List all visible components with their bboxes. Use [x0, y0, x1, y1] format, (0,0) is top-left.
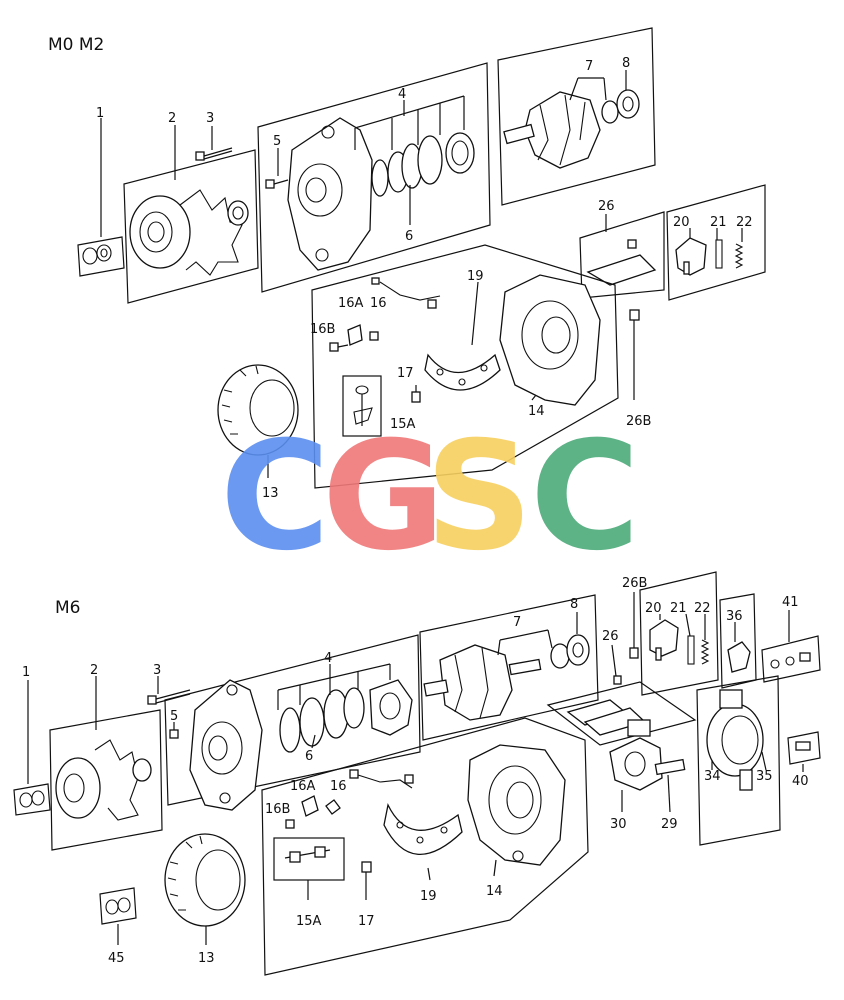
m6-label-14: 14	[486, 884, 503, 899]
label-6: 6	[405, 229, 413, 244]
label-5: 5	[273, 134, 281, 149]
part-14-19-rear-frame-panel	[311, 244, 619, 489]
m6-part-36	[719, 593, 757, 689]
part-1-washer-panel	[77, 118, 125, 277]
label-16: 16	[370, 296, 387, 311]
m6-part-34-35-housing-panel	[696, 675, 781, 846]
section-title-m6: M6	[55, 598, 80, 618]
label-14: 14	[528, 404, 545, 419]
m6-label-35: 35	[756, 769, 773, 784]
m6-label-45: 45	[108, 951, 125, 966]
watermark-letter-c2: C	[530, 410, 640, 584]
m6-label-30: 30	[610, 817, 627, 832]
m6-part-3-bolt	[147, 676, 191, 705]
m6-label-19: 19	[420, 889, 437, 904]
watermark-letter-c1: C	[220, 410, 330, 584]
m6-label-26: 26	[602, 629, 619, 644]
m6-label-20: 20	[645, 601, 662, 616]
part-7-8-rotor-panel	[497, 27, 656, 206]
cgsc-watermark: C G S C	[220, 410, 640, 584]
label-19: 19	[467, 269, 484, 284]
m6-part-4-6-bearing-set-panel	[164, 634, 421, 811]
part-4-6-bearing-set-panel	[257, 62, 491, 293]
m6-label-15a: 15A	[296, 914, 322, 929]
m6-label-3: 3	[153, 663, 161, 678]
label-22: 22	[736, 215, 753, 230]
m6-label-1: 1	[22, 665, 30, 680]
label-17: 17	[397, 366, 414, 381]
m6-label-34: 34	[704, 769, 721, 784]
m6-part-14-19-rear-frame-panel	[261, 717, 589, 976]
m6-part-cover-plates	[546, 681, 697, 746]
m6-label-26b: 26B	[622, 576, 647, 591]
m6-label-41: 41	[782, 595, 799, 610]
label-20: 20	[673, 215, 690, 230]
m6-label-2: 2	[90, 663, 98, 678]
m6-part-20-22-brush-holder-panel	[639, 571, 719, 696]
m6-label-16a: 16A	[290, 779, 316, 794]
label-8: 8	[622, 56, 630, 71]
m6-part-7-8-rotor-panel	[419, 594, 599, 741]
m6-label-7: 7	[513, 615, 521, 630]
watermark-letter-s: S	[425, 410, 533, 584]
watermark-letter-g: G	[322, 410, 445, 584]
m6-label-17: 17	[358, 914, 375, 929]
section-title-m0-m2: M0 M2	[48, 35, 104, 55]
label-16a: 16A	[338, 296, 364, 311]
m6-part-13-stator	[164, 833, 246, 945]
part-26b-screw	[629, 309, 640, 400]
m6-label-8: 8	[570, 597, 578, 612]
m6-label-16: 16	[330, 779, 347, 794]
m6-label-29: 29	[661, 817, 678, 832]
label-4: 4	[398, 87, 406, 102]
label-26b: 26B	[626, 414, 651, 429]
m6-part-26-26b	[611, 592, 639, 685]
m6-part-45-washer-panel	[99, 887, 137, 945]
section-m0-m2: M0 M2 1 2 3	[48, 27, 766, 501]
label-15a: 15A	[390, 417, 416, 432]
label-7: 7	[585, 59, 593, 74]
m6-label-22: 22	[694, 601, 711, 616]
m6-label-6: 6	[305, 749, 313, 764]
m6-part-40-panel	[787, 731, 821, 772]
m6-part-41-panel	[761, 610, 821, 683]
part-2-pulley-fan	[123, 125, 259, 304]
m6-label-36: 36	[726, 609, 743, 624]
m6-label-40: 40	[792, 774, 809, 789]
section-m6: M6 1 2 3	[13, 571, 821, 976]
m6-label-4: 4	[324, 651, 332, 666]
label-13: 13	[262, 486, 279, 501]
part-26-cover-panel	[579, 211, 665, 299]
part-20-22-brush-holder-panel	[666, 184, 766, 301]
m6-label-13: 13	[198, 951, 215, 966]
label-2: 2	[168, 111, 176, 126]
m6-part-2-pulley-fan	[49, 676, 163, 851]
label-1: 1	[96, 106, 104, 121]
m6-part-1-washer-panel	[13, 680, 51, 816]
m6-label-21: 21	[670, 601, 687, 616]
m6-part-29-30-regulator	[609, 719, 686, 813]
label-21: 21	[710, 215, 727, 230]
part-3-bolt	[195, 126, 233, 161]
m6-label-5: 5	[170, 709, 178, 724]
m6-label-16b: 16B	[265, 802, 290, 817]
label-3: 3	[206, 111, 214, 126]
part-13-stator	[217, 364, 299, 478]
label-26: 26	[598, 199, 615, 214]
label-16b: 16B	[310, 322, 335, 337]
